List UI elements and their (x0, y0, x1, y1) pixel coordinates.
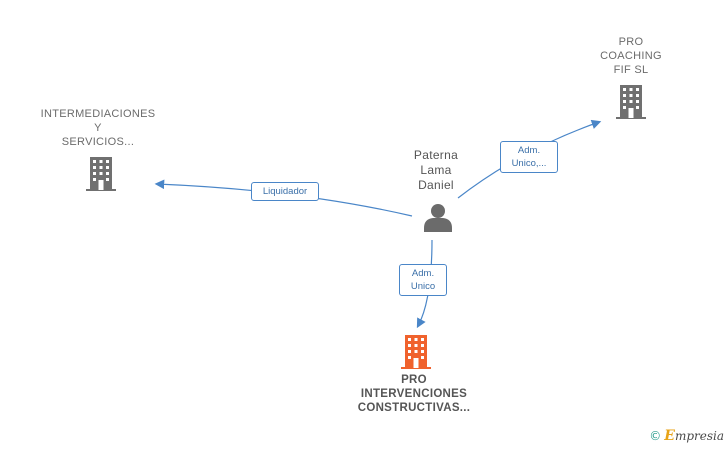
brand-name: mpresia (674, 429, 724, 443)
company-label-intermediaciones[interactable]: INTERMEDIACIONES Y SERVICIOS... (40, 108, 156, 148)
company-label-pro-intervenciones[interactable]: PRO INTERVENCIONES CONSTRUCTIVAS... (357, 374, 471, 414)
building-icon (401, 335, 431, 369)
brand-initial: E (664, 428, 675, 444)
edge-label-adm-coaching: Adm. Unico,... (500, 141, 558, 173)
company-label-pro-coaching[interactable]: PRO COACHING FIF SL (600, 36, 662, 76)
edge-label-liquidador: Liquidador (251, 182, 319, 201)
building-icon (86, 157, 116, 191)
empresia-watermark: ©Empresia (649, 428, 724, 444)
person-icon (424, 204, 452, 232)
copyright-icon: © (649, 429, 662, 443)
edge-label-adm-intervenciones: Adm. Unico (399, 264, 447, 296)
building-icon (616, 85, 646, 119)
person-label[interactable]: Paterna Lama Daniel (413, 148, 459, 192)
